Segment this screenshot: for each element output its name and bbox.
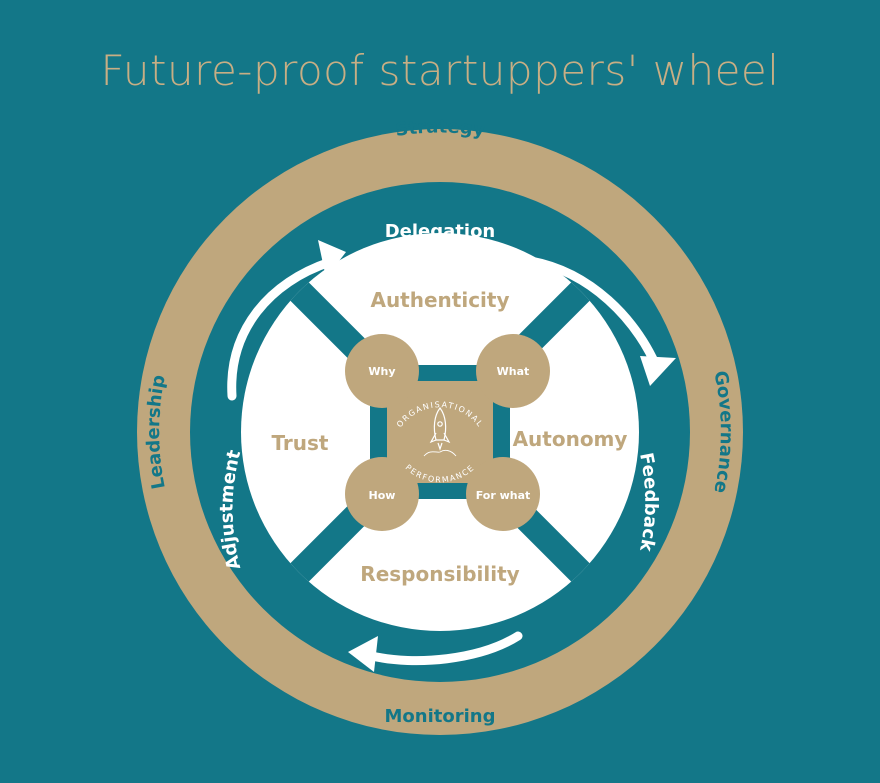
quadrant-left-label: Trust (271, 431, 328, 455)
cycle-arrow-bottom (367, 631, 523, 666)
arrowhead-bottom (348, 636, 378, 672)
cycle-arrow-top-right (526, 256, 663, 375)
hub-circle-for-what: For what (466, 457, 540, 531)
outer-label-top: Strategy (394, 116, 486, 141)
outer-label-bottom: Monitoring (385, 706, 496, 727)
quadrant-right-label: Autonomy (513, 427, 628, 451)
hub-label-what: What (497, 365, 530, 378)
hub-circle-what: What (476, 334, 550, 408)
quadrant-top-label: Authenticity (370, 288, 509, 312)
page-title: Future-proof startuppers' wheel (100, 46, 780, 95)
cycle-arrow-left (227, 257, 335, 401)
hub-circle-why: Why (345, 334, 419, 408)
hub-label-how: How (369, 489, 396, 502)
hub-circle-how: How (345, 457, 419, 531)
rocket-icon (423, 406, 457, 457)
inner-label-top: Delegation (385, 221, 496, 242)
quadrant-bottom-label: Responsibility (360, 562, 519, 586)
hub-label-why: Why (368, 365, 395, 378)
arrowhead-top-right (640, 356, 676, 386)
arrowhead-left (318, 240, 346, 278)
hub-label-for-what: For what (476, 489, 531, 502)
